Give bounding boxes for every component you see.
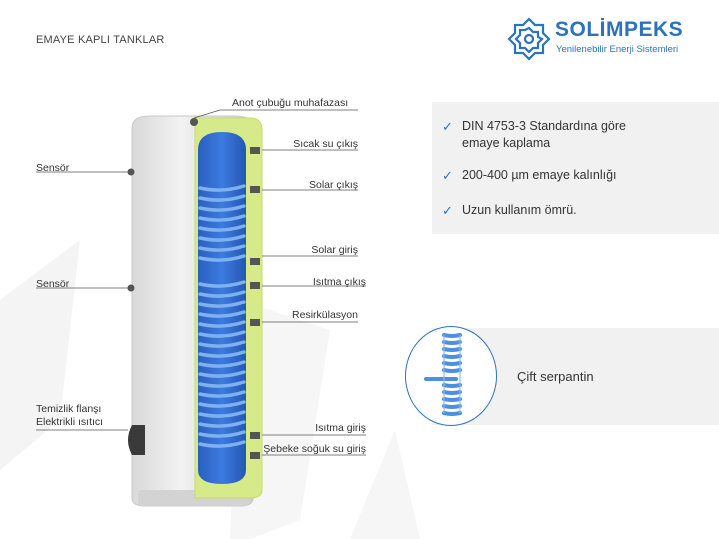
label-electric-heater: Elektrikli ısıtıcı [36,416,104,428]
logo-brand-text: SOLİMPEKS [555,18,684,41]
check-icon: ✓ [442,168,453,183]
cleaning-flange [128,425,145,455]
feature-line: 200-400 µm emaye kalınlığı [462,168,617,182]
label-recirculation: Resirkülasyon [292,309,358,321]
coil-icon [424,333,462,416]
tank-fittings [127,118,260,459]
label-solar-in: Solar giriş [311,244,358,256]
label-sensor-top: Sensör [36,162,70,174]
feature-line: emaye kaplama [462,136,551,150]
label-cold-water-in: Şebeke soğuk su giriş [263,443,366,455]
label-anode: Anot çubuğu muhafazası [232,97,349,109]
coil-label: Çift serpantin [517,369,594,384]
feature-line: DIN 4753-3 Standardına göre [462,119,626,133]
feature-line: Uzun kullanım ömrü. [462,203,577,217]
label-solar-out: Solar çıkış [308,179,358,191]
label-hot-water-out: Sıcak su çıkış [293,138,358,150]
check-icon: ✓ [442,119,453,134]
label-heating-in: Isıtma giriş [315,422,366,434]
page-title: EMAYE KAPLI TANKLAR [36,34,165,46]
label-sensor-mid: Sensör [36,278,70,290]
logo-tagline: Yenilenebilir Enerji Sistemleri [556,44,679,55]
coil-upper [198,184,246,262]
solimpeks-logo: SOLİMPEKS Yenilenebilir Enerji Sistemler… [506,14,696,64]
check-icon: ✓ [442,203,453,218]
label-heating-out: Isıtma çıkış [312,276,366,288]
label-cleaning-flange: Temizlik flanşı [36,403,102,415]
coil-image [405,326,497,426]
features-panel: ✓ DIN 4753-3 Standardına göre emaye kapl… [432,102,719,234]
logo-emblem-icon [507,17,551,61]
inner-tank [198,132,246,484]
coil-lower [198,280,246,448]
